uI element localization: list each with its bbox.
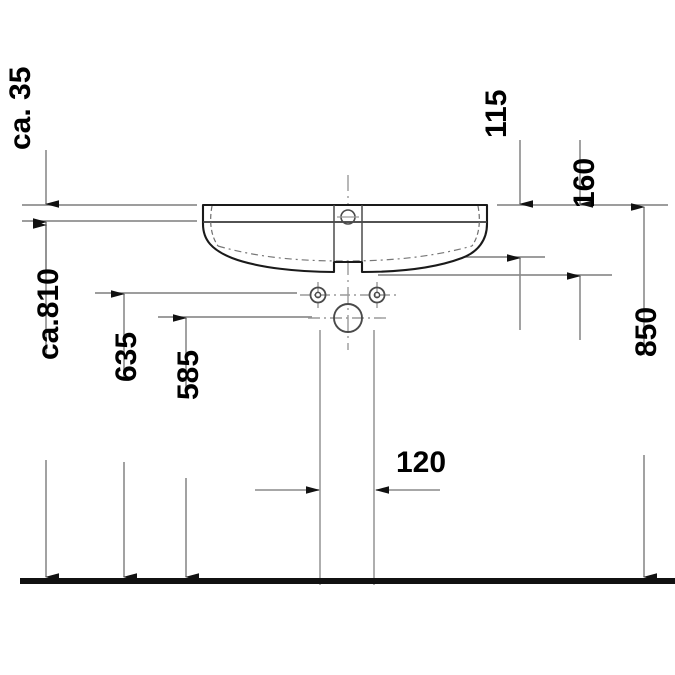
dim-label-115: 115	[480, 90, 513, 138]
tap-hole-right-center	[373, 291, 381, 299]
dimension-160: 160	[567, 140, 601, 340]
dim-label-635: 635	[110, 332, 143, 382]
tap-hole-right	[368, 286, 386, 304]
overflow-hole	[337, 209, 359, 225]
dim-label-850: 850	[630, 307, 663, 357]
dim-label-120: 120	[396, 446, 446, 479]
dim-label-160: 160	[568, 158, 601, 208]
basin-inner-edge-left	[210, 205, 219, 247]
dimension-585: 585	[172, 314, 205, 581]
washbasin-profile	[201, 203, 489, 274]
tap-hole-left	[309, 286, 327, 304]
dimension-120: 120	[255, 446, 446, 494]
drain-outlet	[333, 303, 363, 333]
dimension-635: 635	[110, 290, 143, 581]
dim-label-585: 585	[172, 350, 205, 400]
dim-label-ca-35: ca. 35	[4, 67, 37, 150]
basin-bowl-hidden-contour	[217, 245, 473, 262]
dim-label-ca-810: ca.810	[32, 268, 65, 360]
dimension-ca-810: ca.810	[32, 221, 65, 581]
dimension-115: 115	[480, 90, 533, 330]
basin-inner-edge-right	[471, 205, 480, 247]
fixture-holes	[309, 286, 386, 333]
vertical-reference-lines	[319, 330, 375, 585]
tap-hole-left-center	[314, 291, 322, 299]
floor-reference-line	[20, 578, 675, 584]
dimension-850: 850	[630, 203, 663, 581]
